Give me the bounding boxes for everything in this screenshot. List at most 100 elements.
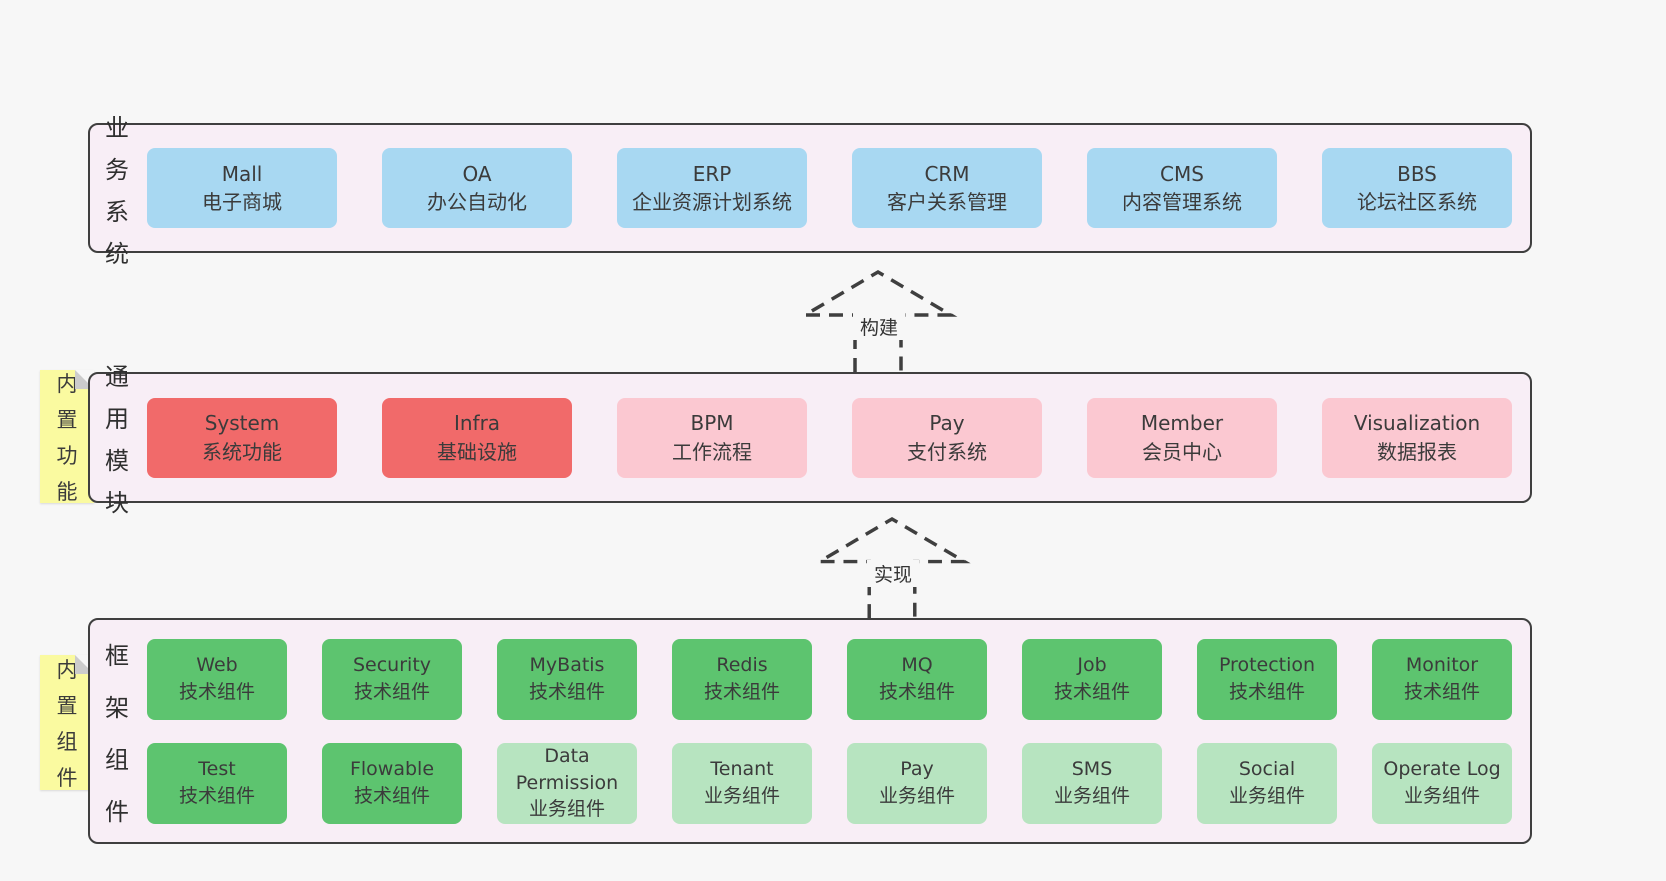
box-web: Web 技术组件 [147, 638, 287, 720]
build-arrow-label: 构建 [853, 313, 905, 340]
box-title: CMS [1160, 161, 1204, 186]
box-title: BPM [690, 411, 734, 436]
sticky-note-label: 内置功能 [57, 368, 78, 506]
box-subtitle: 会员中心 [1142, 439, 1222, 464]
box-subtitle: 业务组件 [1403, 785, 1480, 807]
vertical-char: 通 [105, 363, 129, 391]
vertical-char: 内 [56, 371, 78, 396]
vertical-char: 统 [105, 239, 129, 268]
panel-business-label: 业务系统 [102, 108, 132, 269]
box-subtitle: 基础设施 [437, 439, 517, 464]
box-data-permission: Data Permission 业务组件 [497, 742, 637, 824]
box-operate-log: Operate Log 业务组件 [1372, 742, 1512, 824]
box-title: Web [196, 654, 238, 677]
box-subtitle: 技术组件 [703, 681, 780, 703]
box-title: Monitor [1405, 654, 1479, 677]
box-subtitle: 技术组件 [1228, 681, 1305, 703]
vertical-char: 置 [56, 693, 78, 718]
box-pay: Pay 业务组件 [847, 742, 987, 824]
box-title: Security [352, 654, 432, 677]
box-protection: Protection 技术组件 [1197, 638, 1337, 720]
box-subtitle: 业务组件 [878, 785, 955, 807]
vertical-char: 组 [56, 729, 78, 754]
box-title: SMS [1071, 758, 1113, 781]
box-title: Social [1238, 758, 1296, 781]
box-subtitle: 系统功能 [202, 439, 282, 464]
box-title: Protection [1218, 654, 1316, 677]
box-title: Infra [453, 411, 501, 436]
box-social: Social 业务组件 [1197, 742, 1337, 824]
box-subtitle: 内容管理系统 [1122, 190, 1242, 214]
sticky-note-built-in-components: 内置组件 [40, 655, 94, 790]
box-subtitle: 业务组件 [703, 785, 780, 807]
box-flowable: Flowable 技术组件 [322, 742, 462, 824]
box-monitor: Monitor 技术组件 [1372, 638, 1512, 720]
panel-components-label: 框架组件 [102, 636, 132, 827]
box-subtitle: 技术组件 [878, 681, 955, 703]
box-tenant: Tenant 业务组件 [672, 742, 812, 824]
box-title: BBS [1397, 161, 1437, 186]
box-subtitle: 数据报表 [1377, 439, 1457, 464]
box-subtitle: 企业资源计划系统 [632, 190, 792, 214]
box-crm: CRM 客户关系管理 [852, 148, 1042, 228]
panel-modules-label: 通用模块 [102, 357, 132, 518]
box-title: Flowable [349, 758, 435, 781]
box-subtitle: 技术组件 [178, 785, 255, 807]
implement-arrow-label: 实现 [867, 560, 919, 587]
box-subtitle: 技术组件 [1403, 681, 1480, 703]
vertical-char: 件 [105, 797, 129, 826]
box-mall: Mall 电子商城 [147, 148, 337, 228]
box-title: Data Permission [515, 744, 619, 794]
box-subtitle: 技术组件 [1053, 681, 1130, 703]
vertical-char: 业 [105, 113, 129, 142]
box-infra: Infra 基础设施 [382, 397, 572, 478]
vertical-char: 务 [105, 155, 129, 184]
box-title: Operate Log [1383, 758, 1501, 781]
box-title: CRM [924, 161, 970, 186]
sticky-note-built-in-features: 内置功能 [40, 368, 94, 506]
vertical-char: 功 [56, 443, 78, 468]
box-subtitle: 客户关系管理 [887, 190, 1007, 214]
box-title: Mall [221, 161, 263, 186]
vertical-char: 组 [105, 745, 129, 774]
vertical-char: 内 [56, 657, 78, 682]
box-redis: Redis 技术组件 [672, 638, 812, 720]
box-subtitle: 论坛社区系统 [1357, 190, 1477, 214]
vertical-char: 框 [105, 641, 129, 670]
vertical-char: 用 [105, 405, 129, 433]
box-cms: CMS 内容管理系统 [1087, 148, 1277, 228]
box-subtitle: 办公自动化 [427, 190, 527, 214]
box-subtitle: 技术组件 [178, 681, 255, 703]
box-bbs: BBS 论坛社区系统 [1322, 148, 1512, 228]
vertical-char: 能 [56, 479, 78, 504]
box-subtitle: 业务组件 [1228, 785, 1305, 807]
box-title: OA [462, 161, 492, 186]
box-subtitle: 业务组件 [1053, 785, 1130, 807]
box-subtitle: 技术组件 [353, 785, 430, 807]
box-title: Test [198, 758, 236, 781]
vertical-char: 件 [56, 765, 78, 790]
box-title: Pay [900, 758, 934, 781]
box-subtitle: 电子商城 [202, 190, 282, 214]
box-title: Redis [716, 654, 768, 677]
box-oa: OA 办公自动化 [382, 148, 572, 228]
box-title: Tenant [710, 758, 774, 781]
box-sms: SMS 业务组件 [1022, 742, 1162, 824]
box-subtitle: 业务组件 [528, 798, 605, 821]
